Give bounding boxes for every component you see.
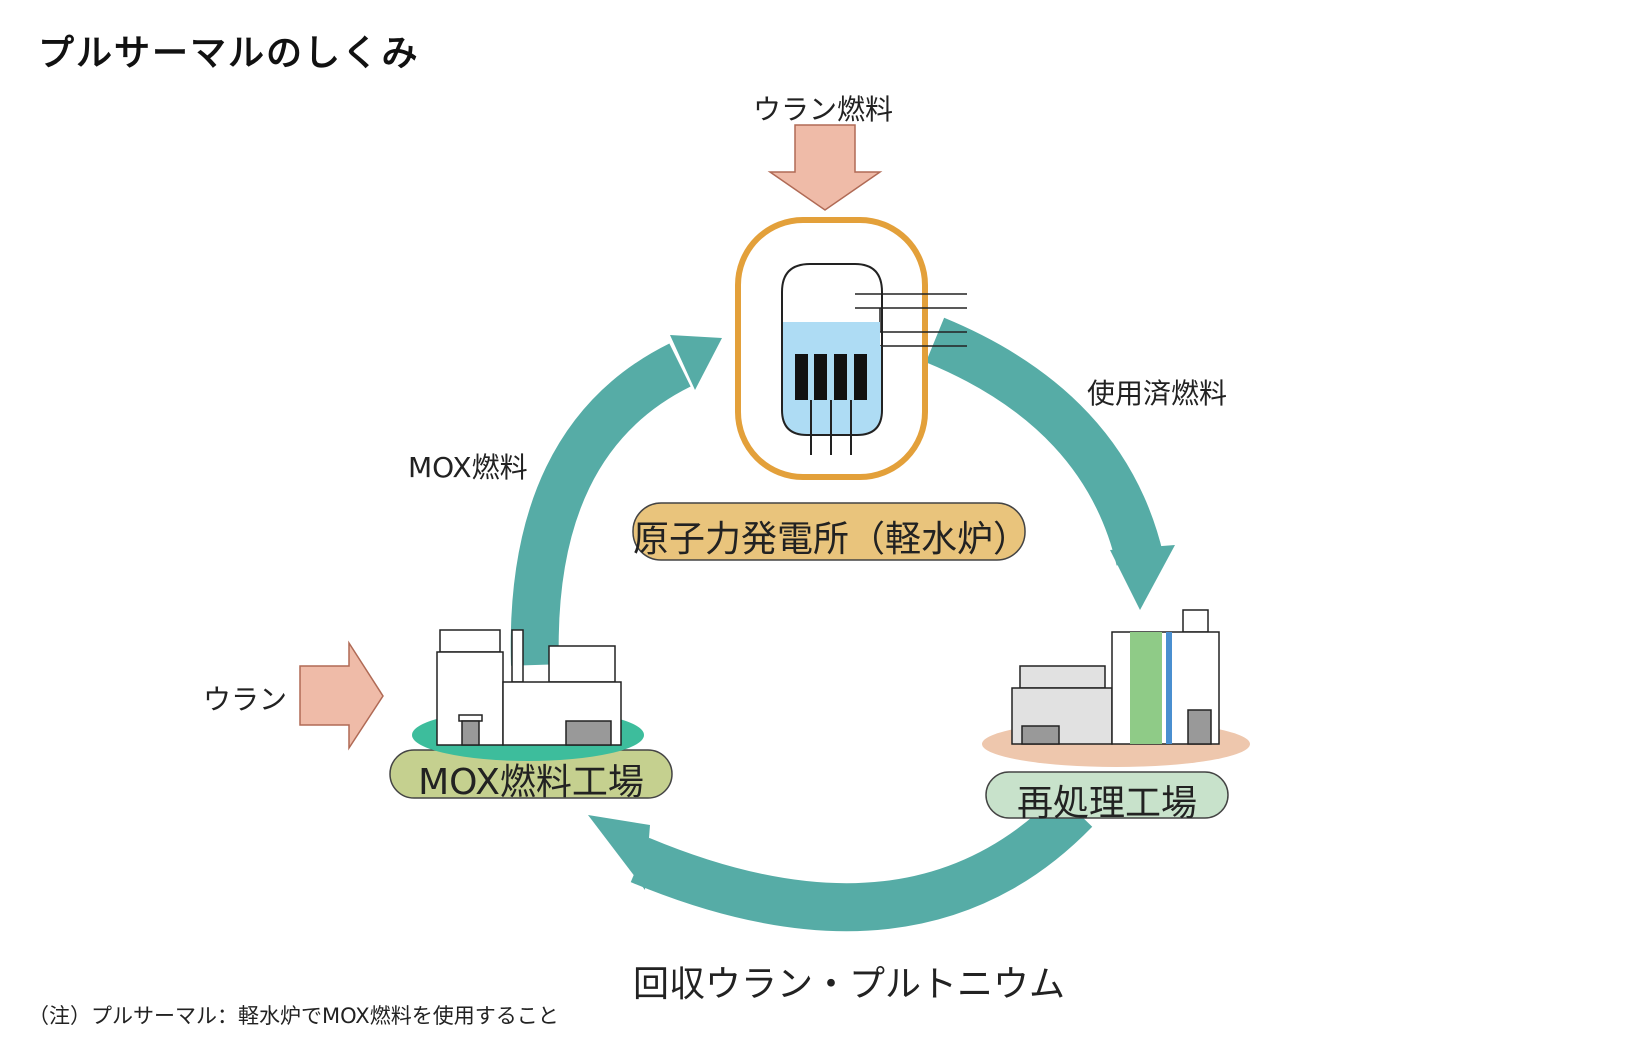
- power-plant-label: 原子力発電所（軽水炉）: [633, 519, 1030, 560]
- spent-fuel-label: 使用済燃料: [1087, 377, 1228, 410]
- arrow-to-reprocessing: [925, 317, 1164, 566]
- uranium-fuel-label: ウラン燃料: [753, 93, 894, 126]
- mox-plant-label: MOX燃料工場: [418, 762, 644, 803]
- reactor-icon: [735, 217, 967, 480]
- reprocessing-label-pill: [985, 771, 1229, 819]
- power-plant-label-pill: [632, 502, 1026, 561]
- page-title: プルサーマルのしくみ: [38, 33, 420, 74]
- reprocessing-plant-label: 再処理工場: [1016, 783, 1197, 824]
- arrow-to-reprocessing-head: [1110, 545, 1175, 610]
- arrow-to-power-plant-head: [670, 335, 722, 390]
- footnote: （注）プルサーマル：軽水炉でMOX燃料を使用すること: [28, 1004, 559, 1028]
- mox-fuel-label: MOX燃料: [408, 451, 528, 484]
- arrow-to-mox-plant-head: [588, 815, 650, 890]
- uranium-label: ウラン: [203, 683, 288, 716]
- mox-plant-icon: [412, 629, 644, 761]
- arrow-to-mox-plant: [630, 793, 1093, 932]
- uranium-input-arrow: [299, 640, 384, 751]
- reprocessing-plant-icon: [982, 609, 1250, 767]
- arrow-to-power-plant: [510, 343, 691, 666]
- recovered-uranium-plutonium-label: 回収ウラン・プルトニウム: [633, 964, 1066, 1005]
- uranium-fuel-input-arrow: [767, 124, 883, 211]
